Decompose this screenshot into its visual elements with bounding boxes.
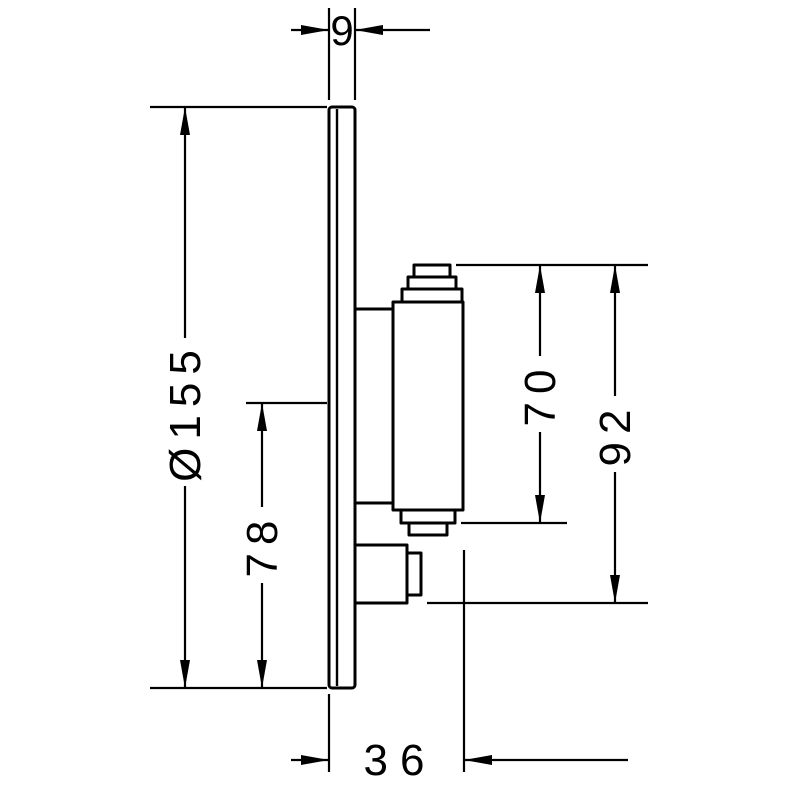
arrowhead-left-icon <box>464 755 492 765</box>
handle-cap-top <box>412 263 452 279</box>
dim-center-to-bottom: 78 <box>238 401 327 688</box>
dim-overall-height: 92 <box>427 265 648 605</box>
arrowhead-down-icon <box>535 495 545 523</box>
arrowhead-up-icon <box>257 403 267 431</box>
arrowhead-up-icon <box>180 107 190 135</box>
fixture <box>327 105 465 690</box>
dim-label-plate-thickness: 9 <box>330 7 353 54</box>
dim-label-handle-height: 70 <box>516 362 565 427</box>
arrowhead-down-icon <box>257 660 267 688</box>
wall-plate <box>327 105 357 690</box>
arrowhead-left-icon <box>355 25 383 35</box>
arrowhead-down-icon <box>610 575 620 603</box>
handle-cap-mid <box>406 275 458 291</box>
dim-projection-depth: 36 <box>291 550 628 785</box>
arrowhead-up-icon <box>535 265 545 293</box>
arrowhead-right-icon <box>301 755 329 765</box>
handle-sleeve <box>353 307 395 505</box>
dim-handle-height: 70 <box>456 263 648 525</box>
arrowhead-up-icon <box>610 265 620 293</box>
dim-label-center-to-bottom: 78 <box>238 513 287 578</box>
handle-step-upper <box>399 508 457 525</box>
arrowhead-down-icon <box>180 660 190 688</box>
handle-step-lower <box>407 521 449 537</box>
dim-plate-thickness: 9 <box>291 7 430 100</box>
lower-housing <box>353 543 409 605</box>
dim-label-overall-height: 92 <box>591 402 640 467</box>
dim-plate-diameter: Ø155 <box>150 105 327 690</box>
handle-cap-flange <box>400 287 464 304</box>
arrowhead-right-icon <box>301 25 329 35</box>
handle-body <box>391 300 465 512</box>
lower-housing-front <box>405 551 423 597</box>
dim-label-projection-depth: 36 <box>364 736 437 785</box>
dim-label-plate-diameter: Ø155 <box>161 342 210 482</box>
